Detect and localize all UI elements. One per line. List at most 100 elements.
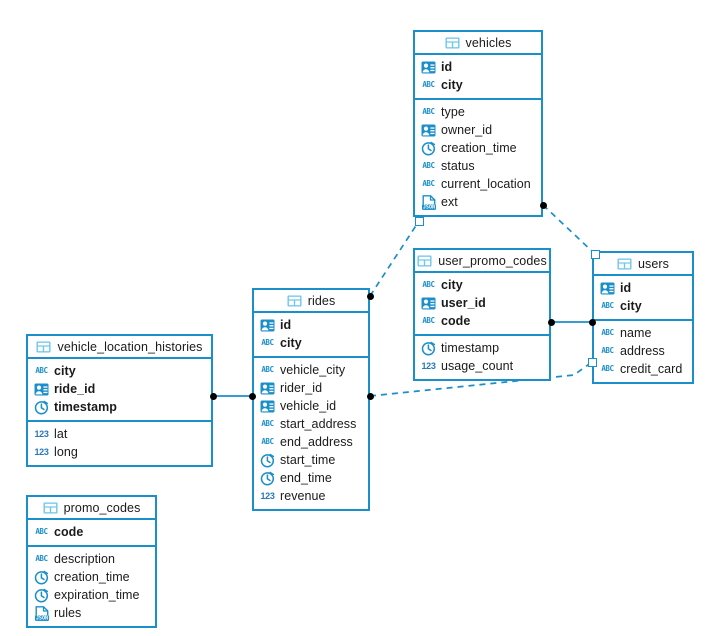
identity-key-icon (260, 318, 275, 333)
field-name-label: city (620, 299, 642, 313)
column-row[interactable]: timestamp (415, 339, 549, 357)
relationship-endpoint-dot-vehicles-to-users-from (539, 201, 547, 209)
relationship-endpoint-dot-rides-to-users-from (366, 392, 374, 400)
number-glyph: 123 (34, 428, 49, 439)
primary-key-row[interactable]: ABC city (594, 297, 692, 315)
abc-string-icon: ABC (600, 326, 615, 341)
field-name-label: user_id (441, 296, 486, 310)
table-icon (445, 35, 460, 50)
table-header-promo_codes[interactable]: promo_codes (28, 497, 155, 520)
relationship-endpoint-square-rides-to-users-to (587, 357, 597, 367)
json-document-icon: JSON (34, 605, 49, 621)
primary-key-row[interactable]: id (415, 58, 541, 76)
abc-glyph: ABC (422, 107, 435, 117)
table-name-label: rides (307, 293, 336, 308)
table-header-users[interactable]: users (594, 253, 692, 276)
column-row[interactable]: vehicle_id (254, 397, 368, 415)
column-row[interactable]: ABC vehicle_city (254, 361, 368, 379)
field-name-label: code (54, 525, 84, 539)
abc-string-icon: ABC (421, 177, 436, 192)
primary-key-row[interactable]: id (254, 316, 368, 334)
123-number-icon: 123 (34, 427, 49, 442)
number-glyph: 123 (260, 490, 275, 501)
column-row[interactable]: creation_time (28, 568, 155, 586)
column-row[interactable]: start_time (254, 451, 368, 469)
field-name-label: vehicle_city (280, 363, 346, 377)
column-row[interactable]: creation_time (415, 139, 541, 157)
abc-string-icon: ABC (260, 435, 275, 450)
identity-key-icon (421, 296, 436, 311)
field-name-label: usage_count (441, 359, 514, 373)
field-name-label: id (441, 60, 453, 74)
column-row[interactable]: ABC type (415, 103, 541, 121)
table-icon (617, 256, 632, 271)
abc-string-icon: ABC (421, 314, 436, 329)
primary-key-section-promo_codes: ABC code (28, 520, 155, 547)
column-row[interactable]: expiration_time (28, 586, 155, 604)
abc-glyph: ABC (422, 161, 435, 171)
table-name-label: vehicles (465, 35, 512, 50)
field-name-label: rider_id (280, 381, 323, 395)
table-header-vehicles[interactable]: vehicles (415, 32, 541, 55)
column-row[interactable]: rider_id (254, 379, 368, 397)
abc-string-icon: ABC (260, 417, 275, 432)
abc-glyph: ABC (601, 301, 614, 311)
abc-string-icon: ABC (260, 336, 275, 351)
abc-glyph: ABC (422, 316, 435, 326)
table-name-label: promo_codes (63, 500, 141, 515)
abc-glyph: ABC (35, 554, 48, 564)
primary-key-row[interactable]: ABC code (28, 523, 155, 541)
table-icon (417, 253, 432, 268)
primary-key-row[interactable]: timestamp (28, 398, 211, 416)
table-header-user_promo_codes[interactable]: user_promo_codes (415, 250, 549, 273)
table-name-label: users (637, 256, 670, 271)
primary-key-row[interactable]: user_id (415, 294, 549, 312)
primary-key-row[interactable]: id (594, 279, 692, 297)
identity-key-icon (421, 123, 436, 138)
table-header-vehicle_location_histories[interactable]: vehicle_location_histories (28, 336, 211, 359)
table-header-rides[interactable]: rides (254, 290, 368, 313)
clock-timestamp-icon (421, 141, 436, 156)
field-name-label: city (441, 278, 463, 292)
abc-glyph: ABC (261, 419, 274, 429)
field-name-label: type (441, 105, 465, 119)
abc-glyph: ABC (35, 527, 48, 537)
abc-glyph: ABC (261, 338, 274, 348)
relationship-endpoint-dot-upc-to-users-to (588, 318, 596, 326)
abc-string-icon: ABC (260, 363, 275, 378)
column-row[interactable]: end_time (254, 469, 368, 487)
primary-key-row[interactable]: ride_id (28, 380, 211, 398)
abc-string-icon: ABC (34, 364, 49, 379)
column-row[interactable]: owner_id (415, 121, 541, 139)
field-name-label: owner_id (441, 123, 493, 137)
